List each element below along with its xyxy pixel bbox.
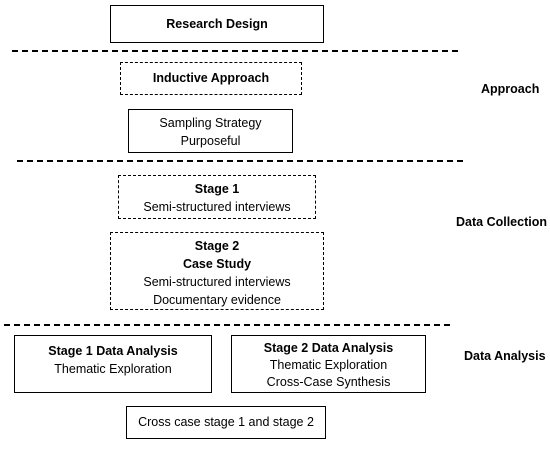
stage2-box: Stage 2 Case Study Semi-structured inter… [110, 232, 324, 310]
cross-case-label: Cross case stage 1 and stage 2 [138, 415, 314, 429]
divider-approach [12, 50, 458, 52]
stage1-title: Stage 1 [194, 182, 240, 196]
research-design-box: Research Design [110, 5, 324, 43]
stage1-thematic-exploration: Thematic Exploration [54, 362, 172, 376]
stage2-documentary-evidence: Documentary evidence [153, 293, 281, 307]
stage2-analysis-box: Stage 2 Data Analysis Thematic Explorati… [231, 335, 426, 393]
stage2-cross-case-synthesis: Cross-Case Synthesis [266, 375, 391, 389]
section-label-data-collection: Data Collection [456, 215, 547, 229]
section-label-data-analysis: Data Analysis [464, 349, 546, 363]
stage2-analysis-title: Stage 2 Data Analysis [263, 341, 394, 355]
inductive-approach-box: Inductive Approach [120, 62, 302, 95]
sampling-strategy-box: Sampling Strategy Purposeful [128, 109, 293, 153]
sampling-purposeful-label: Purposeful [180, 134, 241, 148]
section-label-approach: Approach [481, 82, 540, 96]
sampling-strategy-label: Sampling Strategy [159, 116, 262, 130]
cross-case-box: Cross case stage 1 and stage 2 [126, 406, 326, 439]
stage2-case-study: Case Study [182, 257, 252, 271]
stage1-box: Stage 1 Semi-structured interviews [118, 175, 316, 219]
stage2-thematic-exploration: Thematic Exploration [269, 358, 388, 372]
inductive-approach-label: Inductive Approach [152, 71, 270, 85]
stage1-interviews: Semi-structured interviews [143, 200, 291, 214]
divider-data-analysis [4, 324, 450, 326]
stage1-analysis-title: Stage 1 Data Analysis [48, 344, 178, 358]
divider-data-collection [17, 160, 463, 162]
stage1-analysis-box: Stage 1 Data Analysis Thematic Explorati… [14, 335, 212, 393]
research-design-title: Research Design [166, 17, 268, 31]
stage2-title: Stage 2 [194, 239, 240, 253]
stage2-interviews: Semi-structured interviews [143, 275, 291, 289]
